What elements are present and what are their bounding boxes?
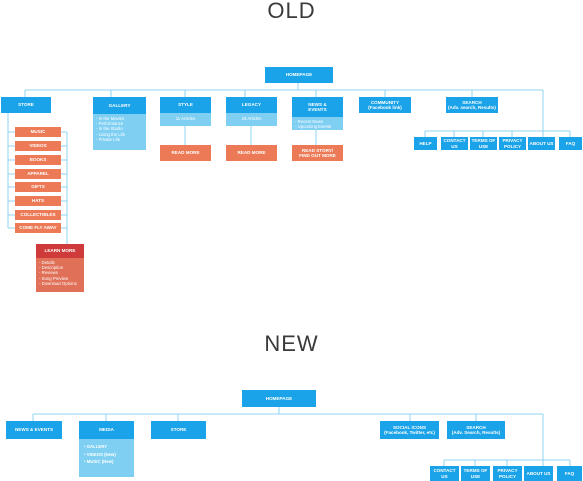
old-footer-privacy-policy[interactable]: PRIVACY POLICY (499, 137, 526, 150)
old-store-item[interactable]: VIDEOS (15, 141, 61, 151)
old-footer-terms-of-use[interactable]: TERMS OF USE (470, 137, 497, 150)
new-search-node[interactable]: SEARCH (Adv. Search, Results) (447, 421, 505, 439)
old-style-node[interactable]: STYLE (160, 97, 211, 113)
new-footer-privacy-policy[interactable]: PRIVACY POLICY (493, 466, 522, 481)
old-gallery-details: - In the Movies - Performance - In the S… (93, 114, 146, 150)
old-search-node[interactable]: SEARCH (Adv. search, Results) (446, 97, 498, 113)
old-legacy-read-more[interactable]: READ MORE (226, 145, 277, 161)
new-social-icons-node[interactable]: SOCIAL ICONS (Facebook, Twitter, etc) (380, 421, 439, 439)
new-homepage-node[interactable]: HOMEPAGE (242, 390, 316, 407)
old-community-node[interactable]: COMMUNITY (Facebook link) (359, 97, 411, 113)
old-footer-about-us[interactable]: ABOUT US (528, 137, 555, 150)
old-store-item[interactable]: GIFTS (15, 182, 61, 192)
new-footer-terms-of-use[interactable]: TERMS OF USE (461, 466, 490, 481)
new-media-node[interactable]: MEDIA (79, 421, 134, 439)
old-learn-more-details: - Details - Description - Reviews - Song… (36, 258, 84, 292)
new-heading: NEW (264, 331, 319, 356)
old-footer-contact-us[interactable]: CONTACT US (441, 137, 468, 150)
old-heading: OLD (267, 0, 316, 23)
old-style-read-more[interactable]: READ MORE (160, 145, 211, 161)
old-news-read-story[interactable]: READ STORY/ FIND OUT MORE (292, 145, 343, 161)
old-legacy-node[interactable]: LEGACY (226, 97, 277, 113)
old-news-events-node[interactable]: NEWS & EVENTS (292, 97, 343, 117)
new-footer-faq[interactable]: FAQ (557, 466, 582, 481)
old-style-details: 11 Articles (160, 113, 211, 126)
old-footer-help[interactable]: HELP (414, 137, 437, 150)
old-store-item[interactable]: HATS (15, 196, 61, 206)
old-store-item[interactable]: COME FLY AWAY (15, 223, 61, 233)
old-store-item[interactable]: COLLECTIBLES (15, 210, 61, 220)
new-footer-contact-us[interactable]: CONTACT US (430, 466, 459, 481)
old-learn-more-node[interactable]: LEARN MORE (36, 244, 84, 258)
old-store-item[interactable]: APPAREL (15, 169, 61, 179)
old-news-details: - Recent News - Upcoming Events (292, 117, 343, 130)
old-store-item[interactable]: BOOKS (15, 155, 61, 165)
old-gallery-node[interactable]: GALLERY (93, 97, 146, 114)
new-footer-about-us[interactable]: ABOUT US (524, 466, 553, 481)
old-legacy-details: 18 Articles (226, 113, 277, 126)
new-store-node[interactable]: STORE (151, 421, 206, 439)
old-store-item[interactable]: MUSIC (15, 127, 61, 137)
new-media-details: • GALLERY • VIDEOS (New) • MUSIC (New) (79, 439, 134, 477)
old-store-node[interactable]: STORE (1, 97, 51, 113)
old-homepage-node[interactable]: HOMEPAGE (265, 67, 333, 83)
new-news-events-node[interactable]: NEWS & EVENTS (6, 421, 62, 439)
old-footer-faq[interactable]: FAQ (559, 137, 582, 150)
